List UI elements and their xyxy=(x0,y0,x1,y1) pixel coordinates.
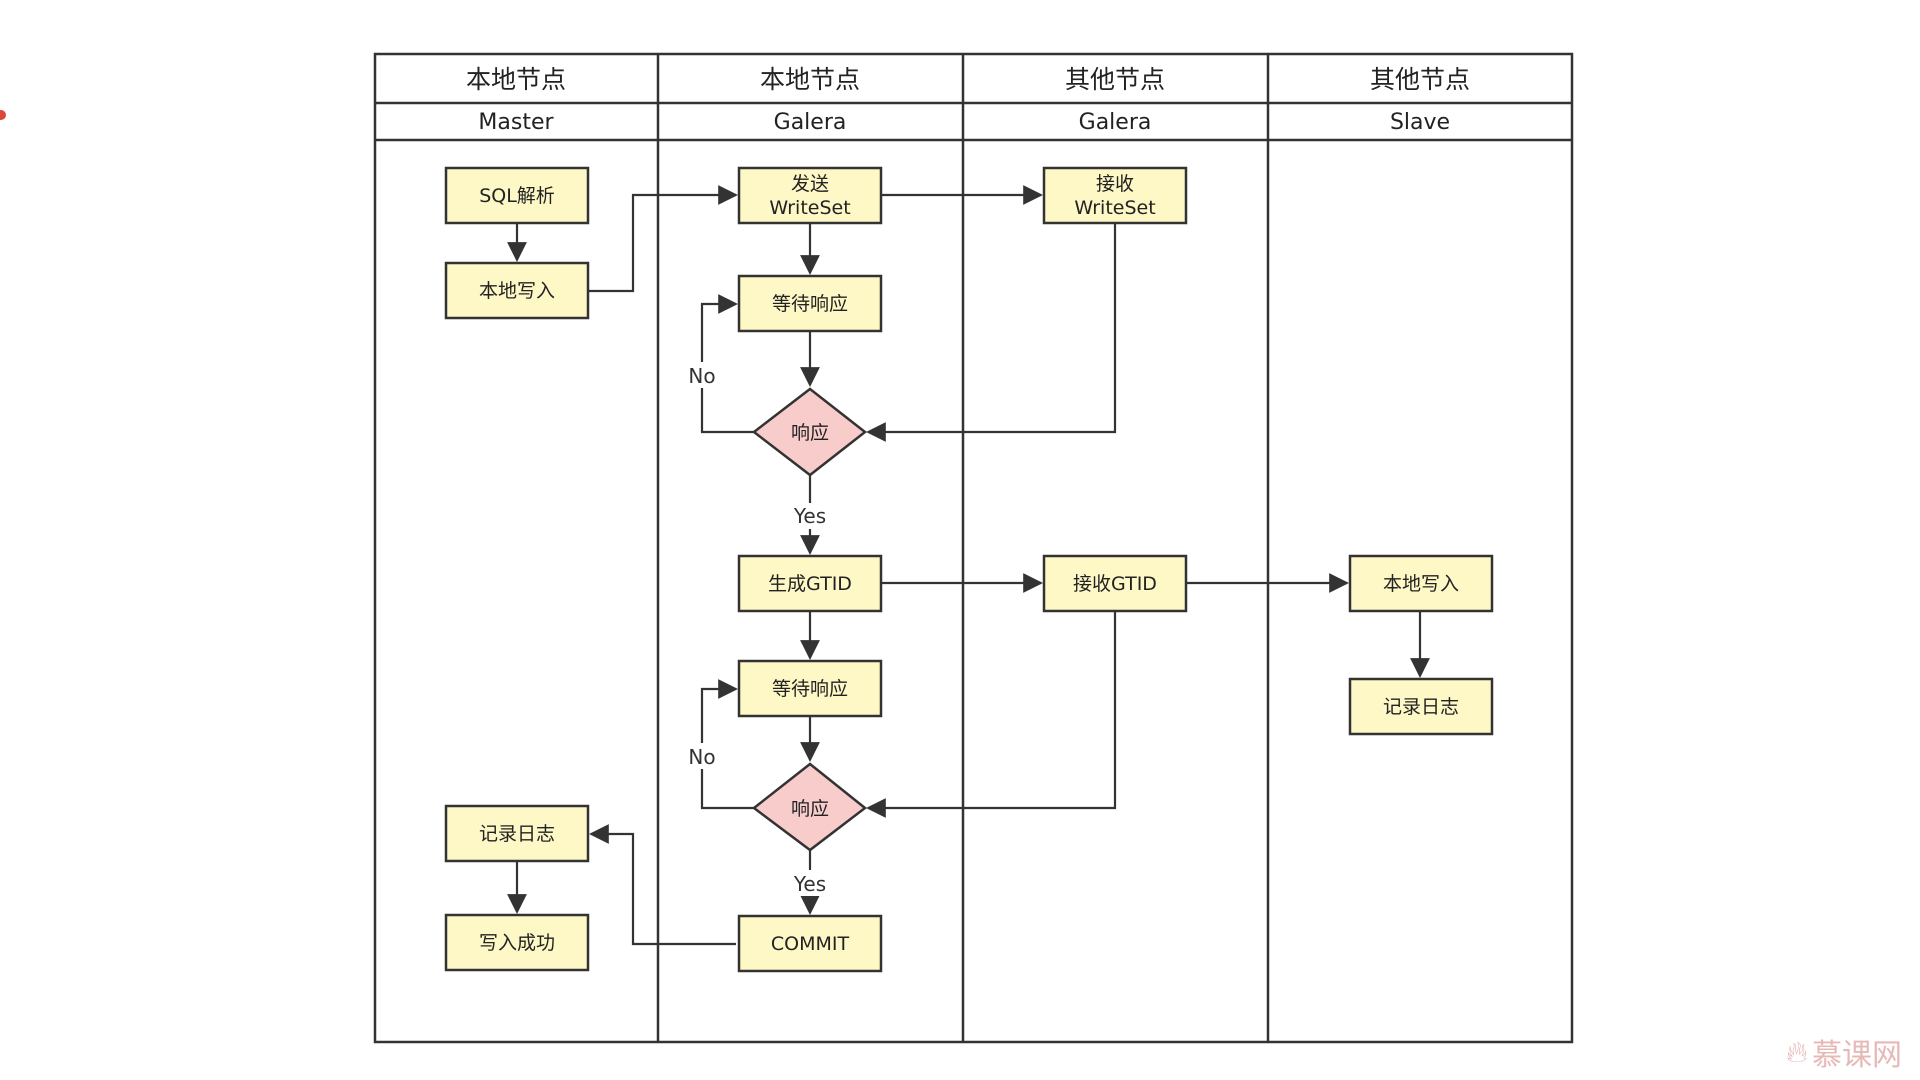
cursor-dot xyxy=(0,110,6,120)
node-recv-gtid: 接收GTID xyxy=(1042,554,1188,613)
lane-title-other-galera: 其他节点 xyxy=(1065,65,1165,94)
svg-text:本地写入: 本地写入 xyxy=(1383,573,1459,595)
edges xyxy=(507,185,1430,946)
svg-text:接收GTID: 接收GTID xyxy=(1073,573,1157,595)
node-local-write-master: 本地写入 xyxy=(444,261,590,320)
nodes: SQL解析 本地写入 记录日志 写入成功 发送 WriteSet xyxy=(444,166,1494,973)
node-sql-parse: SQL解析 xyxy=(444,166,590,225)
lane-subtitle-slave: Slave xyxy=(1390,110,1450,135)
svg-text:WriteSet: WriteSet xyxy=(769,197,850,219)
lane-subtitle-master: Master xyxy=(478,110,554,135)
svg-text:COMMIT: COMMIT xyxy=(771,933,850,955)
node-respond-decision-2: 响应 xyxy=(751,762,868,852)
watermark-text: 慕课网 xyxy=(1812,1038,1902,1073)
svg-text:本地写入: 本地写入 xyxy=(479,280,555,302)
swimlane-grid xyxy=(373,52,1574,1044)
node-wait-response-1: 等待响应 xyxy=(737,274,883,333)
svg-text:接收: 接收 xyxy=(1096,173,1134,195)
edge-label-no-1: No xyxy=(688,364,715,388)
node-send-writeset: 发送 WriteSet xyxy=(737,166,883,225)
node-write-success: 写入成功 xyxy=(444,913,590,972)
svg-text:响应: 响应 xyxy=(791,798,829,820)
svg-text:等待响应: 等待响应 xyxy=(772,293,848,315)
node-commit: COMMIT xyxy=(737,914,883,973)
svg-text:写入成功: 写入成功 xyxy=(479,932,555,954)
edge-labels: No Yes No Yes xyxy=(685,362,830,896)
node-recv-writeset: 接收 WriteSet xyxy=(1042,166,1188,225)
edge-recvgtid-to-respond2 xyxy=(866,611,1117,818)
edge-localwrite-to-send xyxy=(588,185,738,293)
svg-text:响应: 响应 xyxy=(791,422,829,444)
edge-recvwriteset-to-respond1 xyxy=(866,223,1117,442)
node-respond-decision-1: 响应 xyxy=(751,387,868,477)
svg-text:SQL解析: SQL解析 xyxy=(479,185,555,207)
svg-text:发送: 发送 xyxy=(791,173,829,195)
lane-title-slave: 其他节点 xyxy=(1370,65,1470,94)
svg-text:WriteSet: WriteSet xyxy=(1074,197,1155,219)
flame-icon: 🔥︎ xyxy=(1785,1034,1808,1070)
svg-text:记录日志: 记录日志 xyxy=(1383,696,1459,718)
edge-label-no-2: No xyxy=(688,745,715,769)
node-wait-response-2: 等待响应 xyxy=(737,659,883,718)
lane-subtitle-other-galera: Galera xyxy=(1079,110,1152,135)
edge-label-yes-2: Yes xyxy=(793,872,826,896)
svg-text:生成GTID: 生成GTID xyxy=(768,573,852,595)
svg-text:等待响应: 等待响应 xyxy=(772,678,848,700)
node-slave-local-write: 本地写入 xyxy=(1348,554,1494,613)
node-gen-gtid: 生成GTID xyxy=(737,554,883,613)
lane-title-master: 本地节点 xyxy=(466,65,566,94)
node-master-log: 记录日志 xyxy=(444,804,590,863)
lane-title-local-galera: 本地节点 xyxy=(760,65,860,94)
lane-headers: 本地节点 Master 本地节点 Galera 其他节点 Galera 其他节点… xyxy=(466,65,1470,135)
edge-commit-to-masterlog xyxy=(589,824,736,946)
watermark: 🔥︎ 慕课网 xyxy=(1786,1030,1902,1074)
lane-subtitle-local-galera: Galera xyxy=(774,110,847,135)
edge-label-yes-1: Yes xyxy=(793,504,826,528)
diagram-frame xyxy=(373,52,1574,1044)
svg-text:记录日志: 记录日志 xyxy=(479,823,555,845)
node-slave-log: 记录日志 xyxy=(1348,677,1494,736)
